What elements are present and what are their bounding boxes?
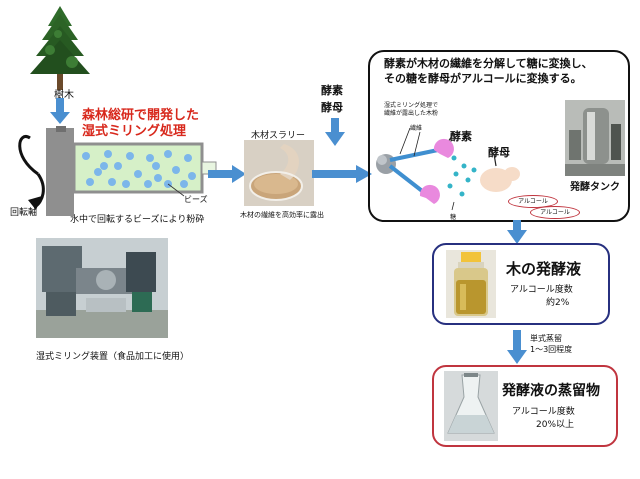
process-title: 酵素が木材の繊維を分解して糖に変換し、 その糖を酵母がアルコールに変換する。 (384, 56, 593, 86)
tree-icon (30, 6, 90, 90)
beads-label: ビーズ (184, 195, 208, 204)
institute-title: 森林総研で開発した 湿式ミリング処理 (82, 108, 199, 140)
grinding-caption: 水中で回転するビーズにより粉砕 (70, 215, 205, 225)
distill-box (432, 365, 618, 447)
ferment-alcohol-label: アルコール度数 (510, 285, 573, 295)
ferment-alcohol-value: 約2% (546, 298, 570, 308)
process-title-line1: 酵素が木材の繊維を分解して糖に変換し、 (384, 57, 593, 70)
distill-step-line1: 単式蒸留 (530, 334, 562, 343)
institute-title-line1: 森林総研で開発した (82, 108, 200, 123)
right-arrow-icon (312, 165, 372, 183)
down-arrow-icon (50, 98, 70, 124)
mill-schematic (18, 126, 217, 216)
process-title-line2: その糖を酵母がアルコールに変換する。 (384, 72, 582, 85)
right-arrow-icon (208, 165, 246, 183)
institute-title-line2: 湿式ミリング処理 (82, 124, 187, 139)
rotation-axis-label: 回転軸 (10, 208, 38, 218)
powder-label-line2: 繊維が露出した木粉 (384, 110, 439, 117)
inputs-label: 酵素 酵母 (321, 82, 343, 116)
ferment-bottle-photo (446, 250, 496, 318)
ferment-box (432, 243, 610, 325)
tree-label: 樹木 (54, 90, 74, 101)
distill-alcohol-label: アルコール度数 (512, 407, 575, 417)
down-arrow-icon (325, 118, 345, 146)
ferment-title: 木の発酵液 (506, 260, 582, 278)
yeast-label: 酵母 (488, 146, 510, 159)
distill-title: 発酵液の蒸留物 (502, 383, 600, 399)
sugar-label: 糖 (450, 214, 457, 221)
distill-alcohol-value: 20%以上 (536, 420, 575, 430)
distillate-flask-photo (444, 371, 498, 441)
machine-caption: 湿式ミリング装置（食品加工に使用） (36, 352, 190, 362)
alcohol-oval-2: アルコール (530, 206, 580, 219)
distill-step-line2: 1～3回程度 (530, 345, 573, 354)
slurry-caption: 木材の繊維を高効率に露出 (240, 211, 324, 219)
powder-label-line1: 湿式ミリング処理で (384, 102, 439, 109)
inputs-line1: 酵素 (321, 84, 343, 97)
down-arrow-icon (507, 330, 527, 364)
slurry-title: 木材スラリー (251, 131, 306, 141)
alcohol-oval-1: アルコール (508, 195, 558, 208)
milling-machine-photo (36, 238, 168, 338)
process-illustration (376, 127, 520, 211)
down-arrow-icon (507, 220, 527, 244)
powder-label: 湿式ミリング処理で 繊維が露出した木粉 (384, 102, 438, 118)
process-box (368, 50, 630, 222)
inputs-line2: 酵母 (321, 101, 343, 114)
tank-label: 発酵タンク (570, 182, 620, 193)
fiber-label: 繊維 (410, 125, 423, 132)
fermentation-tank-photo (565, 100, 625, 176)
distill-step-label: 単式蒸留 1～3回程度 (530, 333, 572, 355)
slurry-photo (244, 140, 314, 206)
enzyme-label: 酵素 (450, 130, 472, 143)
